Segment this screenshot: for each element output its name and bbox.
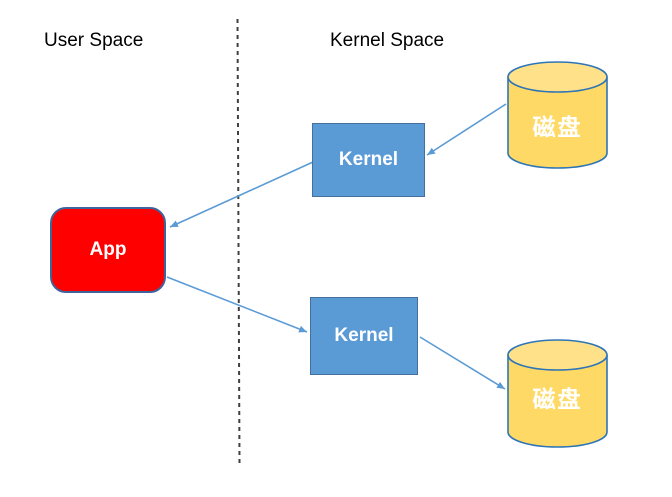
disk-bottom-cylinder-top (507, 339, 608, 371)
disk-bottom-label: 磁盘 (532, 386, 583, 412)
arrow-kernel-bottom-to-disk-bottom (419, 336, 506, 390)
arrow-disk-top-to-kernel-top (426, 103, 507, 156)
space-divider-dashed-line (236, 18, 241, 464)
arrow-kernel-top-to-app (169, 161, 314, 228)
kernel-space-label: Kernel Space (330, 30, 445, 51)
kernel-bottom-node: Kernel (310, 297, 418, 375)
disk-bottom-cylinder-body (507, 355, 608, 448)
app-node: App (50, 207, 166, 293)
kernel-top-node: Kernel (312, 123, 425, 197)
user-space-label: User Space (44, 30, 144, 51)
disk-top-cylinder-body (507, 77, 608, 169)
disk-top-cylinder (507, 61, 608, 169)
disk-bottom-cylinder (507, 339, 608, 448)
disk-top-label: 磁盘 (532, 114, 583, 140)
arrow-app-to-kernel-bottom (166, 276, 308, 333)
disk-top-cylinder-top (507, 61, 608, 93)
